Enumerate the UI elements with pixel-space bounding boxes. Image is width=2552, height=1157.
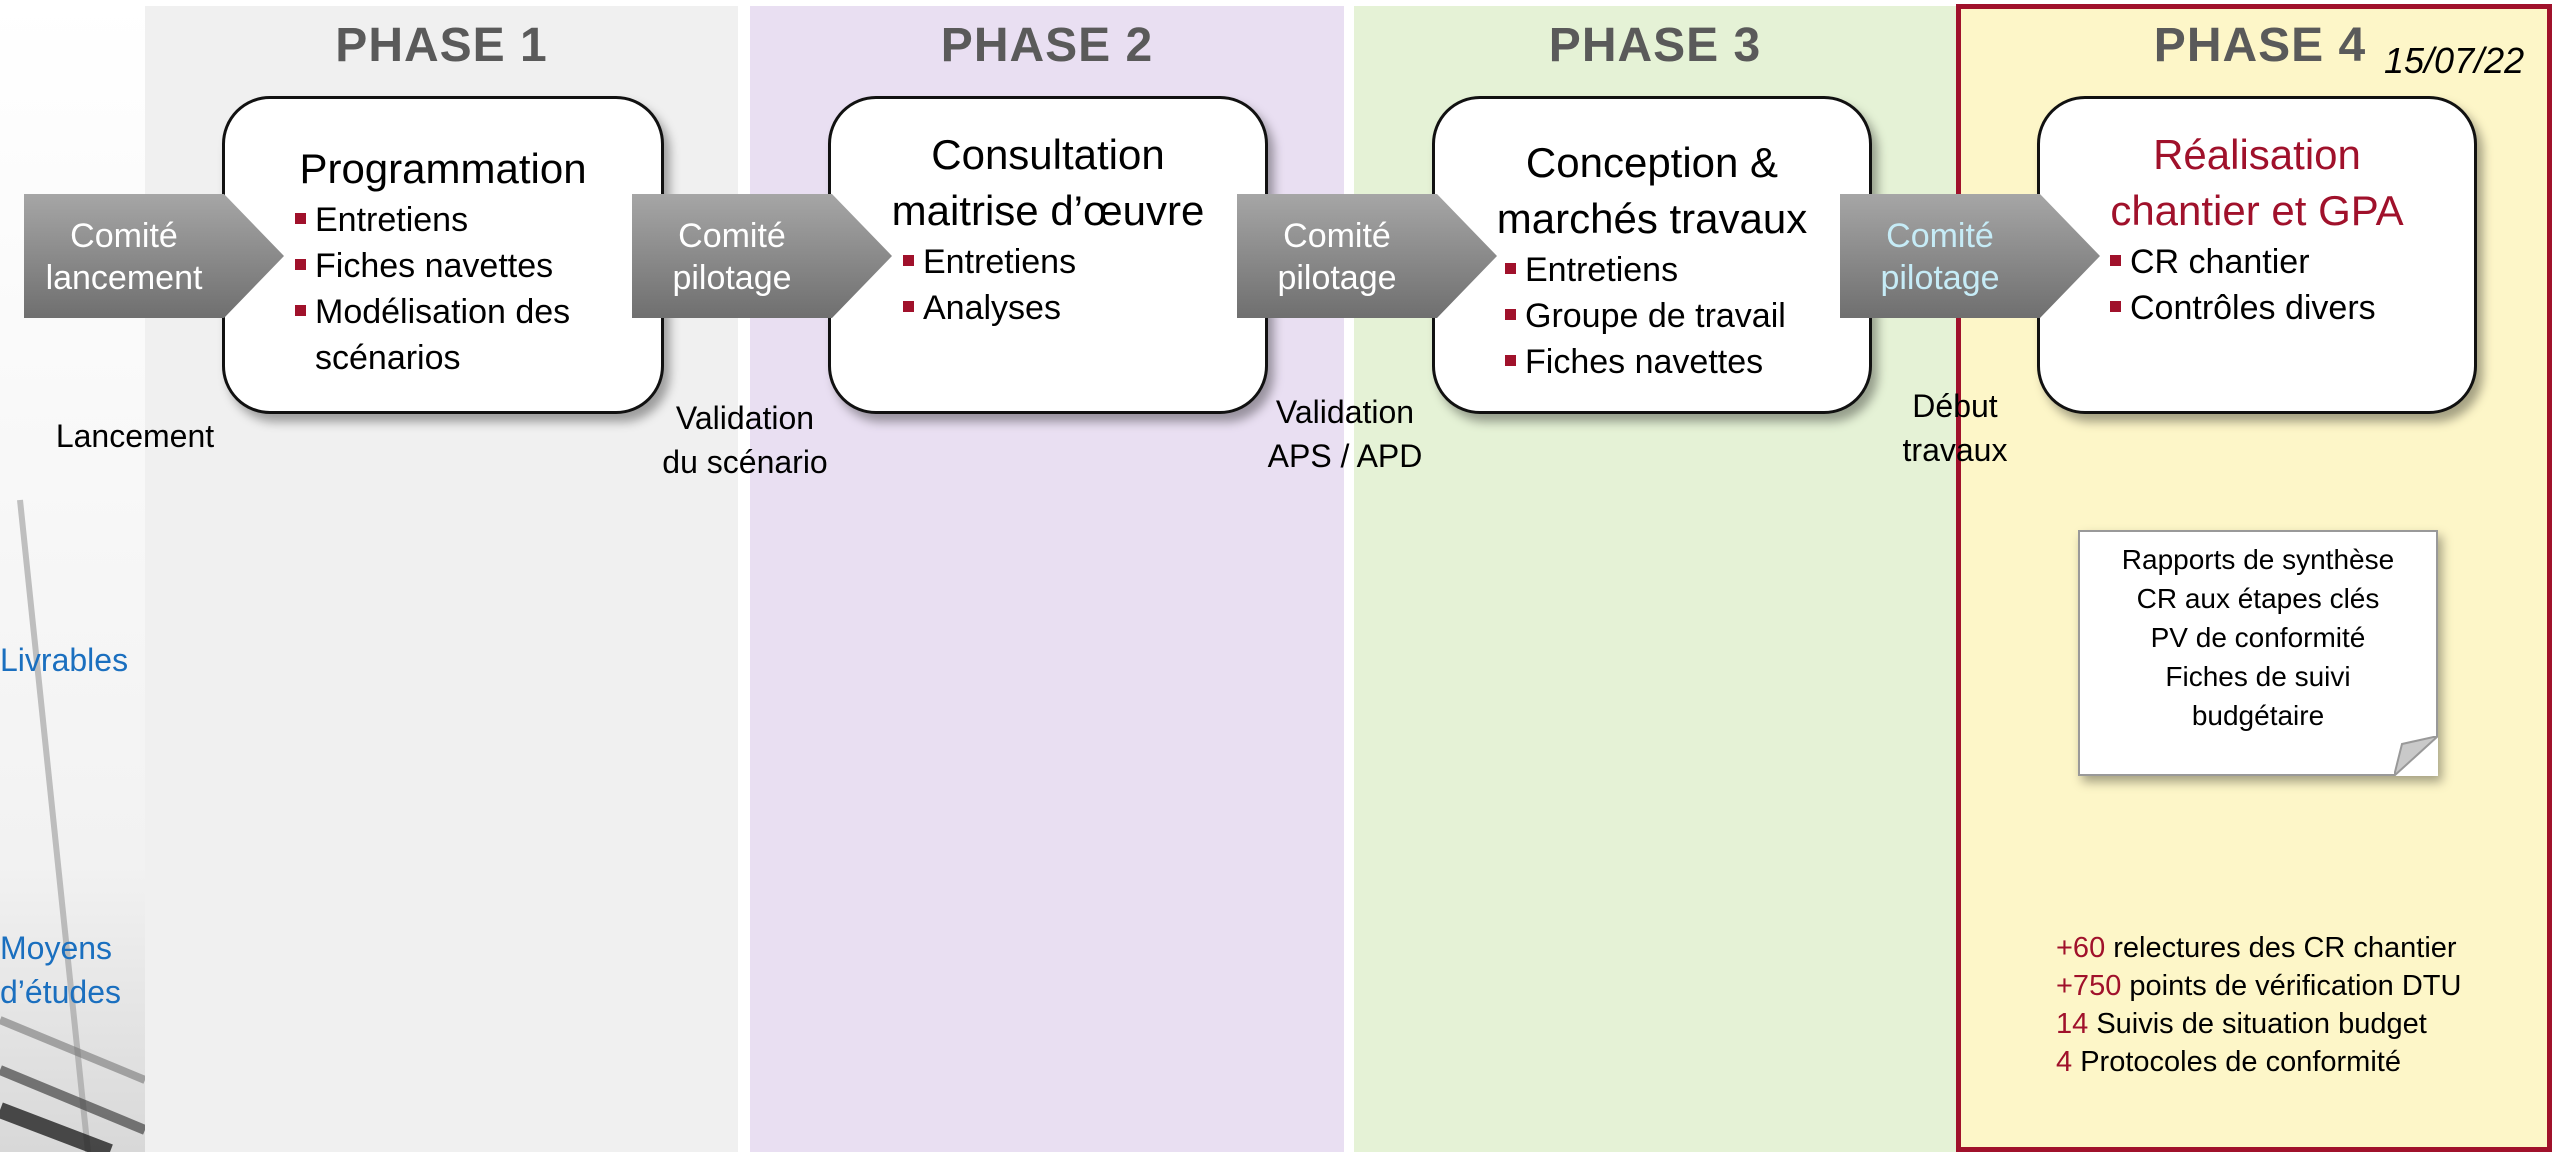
list-item: Fiches navettes <box>1505 339 1869 385</box>
list-item-continuation: scénarios <box>315 339 461 377</box>
phase3-box-title-line1: Conception & <box>1525 139 1779 186</box>
committee-label-line2: pilotage <box>672 259 792 297</box>
phase2-item-list: Entretiens Analyses <box>831 239 1265 331</box>
phase2-title: PHASE 2 <box>940 19 1154 72</box>
milestone-line2: travaux <box>1902 432 2008 468</box>
phase3-box: Conception & marchés travaux Entretiens … <box>1432 96 1872 414</box>
milestone-line1: Lancement <box>55 418 215 454</box>
deliverable-item: Fiches de suivi <box>2165 661 2351 692</box>
list-item: Entretiens <box>295 197 661 243</box>
kpi-text: points de vérification DTU <box>2121 970 2462 1002</box>
phase3-box-title: Conception & marchés travaux <box>1435 135 1869 247</box>
milestone-line2: du scénario <box>662 444 828 480</box>
date-label: 15/07/22 <box>2384 40 2525 81</box>
phase4-box-title-line2: chantier et GPA <box>2110 187 2404 234</box>
committee-label-line2: lancement <box>45 259 203 297</box>
committee-arrow-pilotage-3: Comité pilotage <box>1840 194 2100 318</box>
committee-label-line2: pilotage <box>1277 259 1397 297</box>
kpi-list: +60 relectures des CR chantier +750 poin… <box>2056 929 2461 1081</box>
phase1-box-title: Programmation <box>299 145 587 192</box>
list-item: CR chantier <box>2110 239 2474 285</box>
left-decoration <box>0 0 147 1157</box>
kpi-number: +60 <box>2056 932 2106 964</box>
committee-label-line1: Comité <box>1283 217 1391 255</box>
phase4-box-title-line1: Réalisation <box>2153 131 2361 178</box>
deliverable-item: PV de conformité <box>2150 622 2366 653</box>
committee-label-line1: Comité <box>678 217 786 255</box>
phase3-item-list: Entretiens Groupe de travail Fiches nave… <box>1435 247 1869 385</box>
deliverable-item: budgétaire <box>2191 700 2325 731</box>
deliverable-item: CR aux étapes clés <box>2136 583 2380 614</box>
committee-label-line1: Comité <box>1886 217 1994 255</box>
phase4-item-list: CR chantier Contrôles divers <box>2040 239 2474 331</box>
kpi-text: Protocoles de conformité <box>2072 1046 2401 1078</box>
moyens-label: Moyens d’études <box>0 926 121 1014</box>
kpi-text: Suivis de situation budget <box>2088 1008 2427 1040</box>
moyens-label-line1: Moyens <box>0 930 113 966</box>
milestone-line1: Début <box>1912 388 1998 424</box>
phase1-item-list: Entretiens Fiches navettes Modélisation … <box>225 197 661 381</box>
livrables-label: Livrables <box>0 642 129 678</box>
deliverables-note: Rapports de synthèse CR aux étapes clés … <box>2078 530 2438 776</box>
phase3-box-title-line2: marchés travaux <box>1496 195 1808 242</box>
phase3-title: PHASE 3 <box>1548 19 1762 72</box>
milestone-line1: Validation <box>1275 394 1415 430</box>
committee-arrow-pilotage-1: Comité pilotage <box>632 194 892 318</box>
milestone-line1: Validation <box>675 400 815 436</box>
phase2-box-title: Consultation maitrise d’œuvre <box>831 127 1265 239</box>
milestone-works-start: Début travaux <box>1870 384 2040 472</box>
phase1-box: Programmation Entretiens Fiches navettes… <box>222 96 664 414</box>
kpi-number: +750 <box>2056 970 2122 1002</box>
list-item: Analyses <box>903 285 1265 331</box>
deliverable-item: Rapports de synthèse <box>2121 544 2395 575</box>
kpi-item: 4 Protocoles de conformité <box>2056 1043 2461 1081</box>
kpi-item: +60 relectures des CR chantier <box>2056 929 2461 967</box>
milestone-aps-apd-validation: Validation APS / APD <box>1240 390 1450 478</box>
milestone-scenario-validation: Validation du scénario <box>630 396 860 484</box>
phase1-title: PHASE 1 <box>335 19 548 72</box>
list-item: Entretiens <box>903 239 1265 285</box>
committee-arrow-launch: Comité lancement <box>24 194 284 318</box>
kpi-number: 4 <box>2056 1046 2073 1078</box>
moyens-label-line2: d’études <box>0 974 121 1010</box>
list-item: Modélisation des <box>295 289 661 335</box>
committee-arrow-pilotage-2: Comité pilotage <box>1237 194 1497 318</box>
phase2-box-title-line1: Consultation <box>931 131 1165 178</box>
kpi-item: 14 Suivis de situation budget <box>2056 1005 2461 1043</box>
committee-label-line1: Comité <box>70 217 178 255</box>
kpi-number: 14 <box>2056 1008 2089 1040</box>
list-item: Groupe de travail <box>1505 293 1869 339</box>
list-item: Fiches navettes <box>295 243 661 289</box>
milestone-line2: APS / APD <box>1267 438 1423 474</box>
folded-corner-icon <box>2394 736 2438 776</box>
phase2-box-title-line2: maitrise d’œuvre <box>891 187 1205 234</box>
phase4-box: Réalisation chantier et GPA CR chantier … <box>2037 96 2477 414</box>
phase4-title: PHASE 4 <box>2153 19 2367 72</box>
phase2-box: Consultation maitrise d’œuvre Entretiens… <box>828 96 1268 414</box>
list-item: Contrôles divers <box>2110 285 2474 331</box>
committee-label-line2: pilotage <box>1880 259 2000 297</box>
phase4-box-title: Réalisation chantier et GPA <box>2040 127 2474 239</box>
list-item: Entretiens <box>1505 247 1869 293</box>
kpi-item: +750 points de vérification DTU <box>2056 967 2461 1005</box>
milestone-launch: Lancement <box>30 414 240 458</box>
kpi-text: relectures des CR chantier <box>2105 932 2457 964</box>
